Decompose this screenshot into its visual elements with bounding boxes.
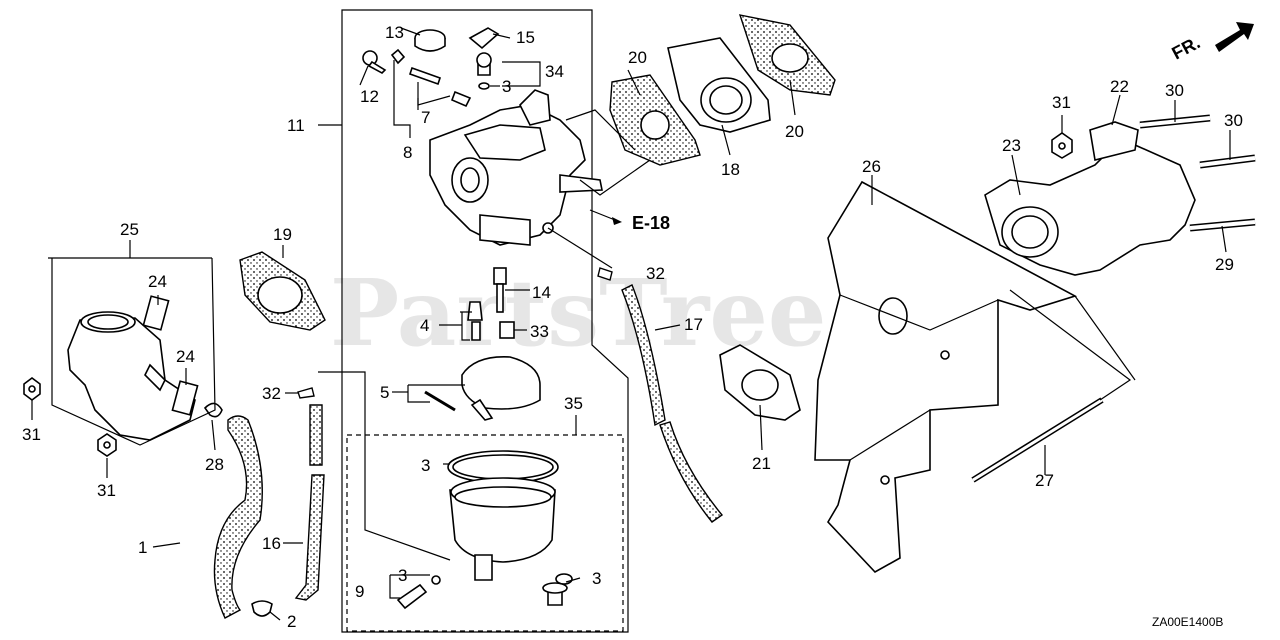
intake-manifold bbox=[984, 121, 1196, 276]
callout-29: 29 bbox=[1215, 255, 1234, 274]
elbow-parts bbox=[23, 295, 223, 457]
gasket-19 bbox=[239, 251, 326, 331]
callout-26: 26 bbox=[862, 157, 881, 176]
callout-18: 18 bbox=[721, 160, 740, 179]
callout-30b: 30 bbox=[1224, 111, 1243, 130]
callout-5: 5 bbox=[380, 383, 389, 402]
ref-e18: E-18 bbox=[632, 213, 670, 233]
callout-3a: 3 bbox=[502, 77, 511, 96]
callout-17: 17 bbox=[684, 315, 703, 334]
callout-24b: 24 bbox=[176, 347, 195, 366]
carburetor-body bbox=[429, 89, 603, 246]
callout-16: 16 bbox=[262, 534, 281, 553]
callout-23: 23 bbox=[1002, 136, 1021, 155]
callout-34: 34 bbox=[545, 62, 564, 81]
float-parts bbox=[424, 267, 541, 421]
front-arrow: FR. bbox=[1168, 22, 1254, 64]
callout-31b: 31 bbox=[22, 425, 41, 444]
leader-lines bbox=[31, 27, 1231, 621]
callout-1: 1 bbox=[138, 538, 147, 557]
callout-25: 25 bbox=[120, 220, 139, 239]
callout-32a: 32 bbox=[646, 264, 665, 283]
float-bowl bbox=[396, 450, 573, 610]
callout-7: 7 bbox=[421, 108, 430, 127]
callout-11: 11 bbox=[287, 116, 305, 135]
hoses bbox=[213, 284, 724, 619]
callout-8: 8 bbox=[403, 143, 412, 162]
fr-label: FR. bbox=[1168, 32, 1203, 63]
callout-22: 22 bbox=[1110, 77, 1129, 96]
callout-33: 33 bbox=[530, 322, 549, 341]
callout-24a: 24 bbox=[148, 272, 167, 291]
callout-31c: 31 bbox=[97, 481, 116, 500]
callout-31a: 31 bbox=[1052, 93, 1071, 112]
callout-3b: 3 bbox=[421, 456, 430, 475]
callout-20b: 20 bbox=[785, 122, 804, 141]
gasket-21 bbox=[719, 344, 801, 421]
callout-13: 13 bbox=[385, 23, 404, 42]
callout-4: 4 bbox=[420, 316, 429, 335]
callout-27: 27 bbox=[1035, 471, 1054, 490]
carb-small-parts bbox=[362, 27, 613, 281]
callout-19: 19 bbox=[273, 225, 292, 244]
callout-3c: 3 bbox=[398, 566, 407, 585]
callout-14: 14 bbox=[532, 283, 551, 302]
carburetor-assembly-frame bbox=[318, 9, 629, 633]
heat-shield bbox=[814, 180, 1078, 574]
callout-labels: 13 15 34 3 12 7 8 11 E-18 32 14 33 4 5 3… bbox=[22, 23, 1243, 631]
callout-12: 12 bbox=[360, 87, 379, 106]
callout-30a: 30 bbox=[1165, 81, 1184, 100]
callout-2: 2 bbox=[287, 612, 296, 631]
callout-9: 9 bbox=[355, 582, 364, 601]
callout-28: 28 bbox=[205, 455, 224, 474]
diagram-code: ZA00E1400B bbox=[1152, 615, 1223, 629]
callout-15: 15 bbox=[516, 28, 535, 47]
callout-20a: 20 bbox=[628, 48, 647, 67]
watermark-text: PartsTree bbox=[330, 259, 826, 367]
callout-3d: 3 bbox=[592, 569, 601, 588]
callout-35: 35 bbox=[564, 394, 583, 413]
callout-32b: 32 bbox=[262, 384, 281, 403]
callout-21: 21 bbox=[752, 454, 771, 473]
gasket-parts-top bbox=[609, 14, 836, 166]
